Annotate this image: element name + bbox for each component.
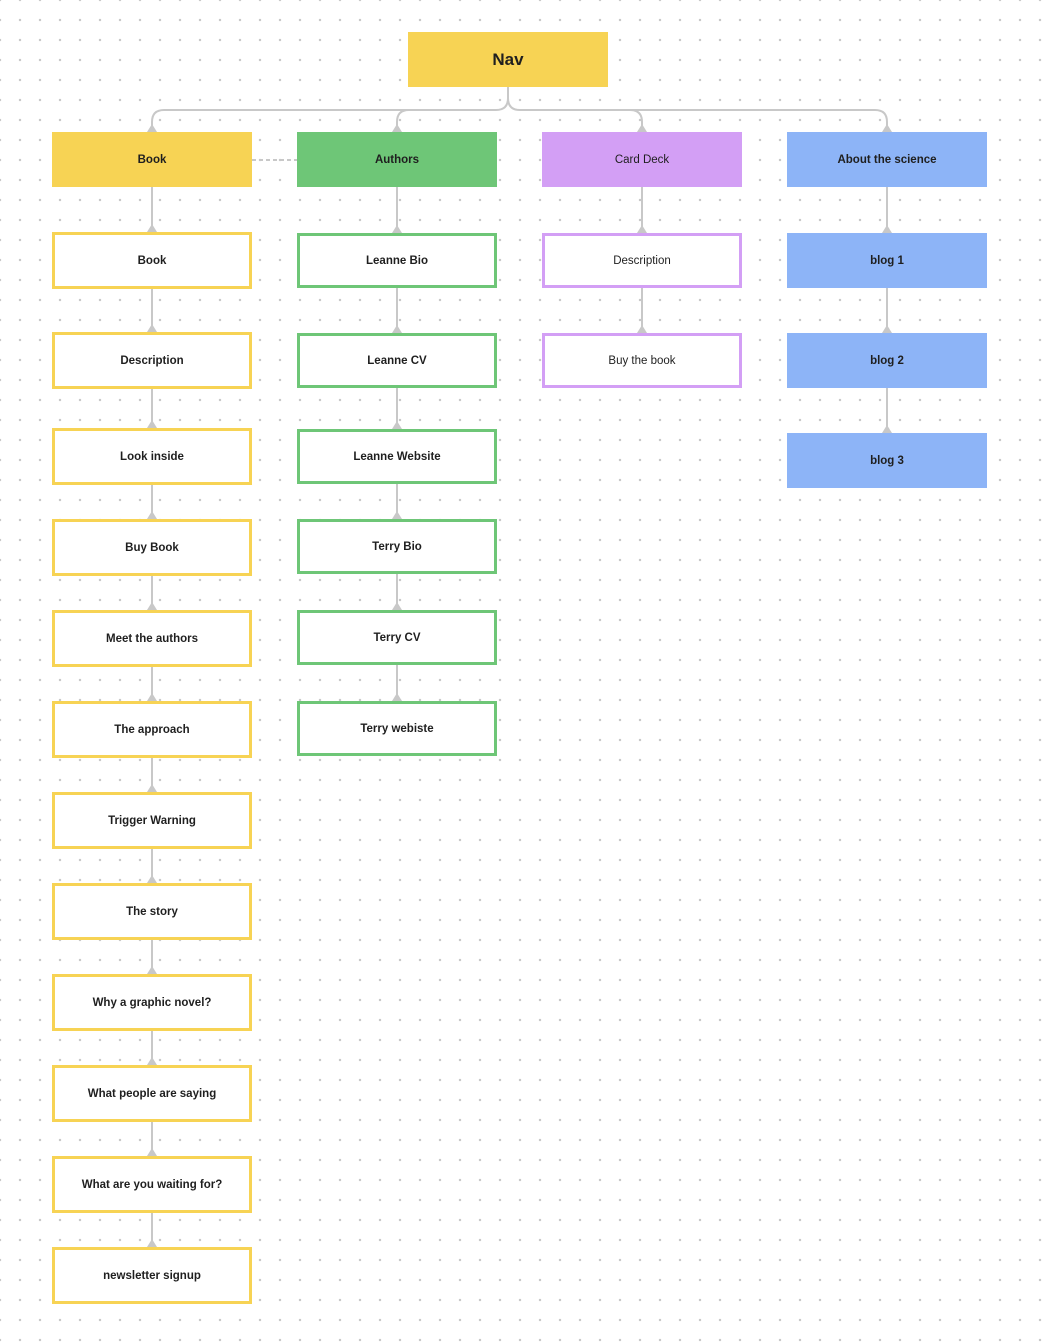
node-book-trigger-warning[interactable]: Trigger Warning (52, 792, 252, 849)
connector-arrow (882, 225, 892, 233)
node-book-newsletter-signup[interactable]: newsletter signup (52, 1247, 252, 1304)
node-authors-leanne-bio[interactable]: Leanne Bio (297, 233, 497, 288)
connector-line (396, 109, 496, 132)
connector-line (520, 109, 643, 132)
connector-arrow (392, 124, 402, 132)
node-book-what-are-you-waiting-for[interactable]: What are you waiting for? (52, 1156, 252, 1213)
connector-arrow (147, 511, 157, 519)
connector-arrow (392, 693, 402, 701)
node-book-description[interactable]: Description (52, 332, 252, 389)
node-header-book[interactable]: Book (52, 132, 252, 187)
node-book-look-inside[interactable]: Look inside (52, 428, 252, 485)
node-authors-leanne-cv[interactable]: Leanne CV (297, 333, 497, 388)
connector-line (151, 109, 496, 132)
node-book-buy-book[interactable]: Buy Book (52, 519, 252, 576)
connector-line (495, 87, 509, 111)
node-about-the-science-blog-2[interactable]: blog 2 (787, 333, 987, 388)
connector-arrow (147, 124, 157, 132)
node-nav-root[interactable]: Nav (408, 32, 608, 87)
connector-arrow (147, 875, 157, 883)
connector-line (507, 97, 521, 111)
node-book-the-approach[interactable]: The approach (52, 701, 252, 758)
node-header-card-deck[interactable]: Card Deck (542, 132, 742, 187)
node-header-about-the-science[interactable]: About the science (787, 132, 987, 187)
connector-arrow (882, 325, 892, 333)
node-authors-leanne-website[interactable]: Leanne Website (297, 429, 497, 484)
connector-arrow (637, 325, 647, 333)
connector-arrow (147, 602, 157, 610)
connector-arrow (147, 324, 157, 332)
connector-arrow (637, 225, 647, 233)
node-about-the-science-blog-1[interactable]: blog 1 (787, 233, 987, 288)
connector-arrow (882, 124, 892, 132)
connector-line (520, 109, 888, 132)
node-header-authors[interactable]: Authors (297, 132, 497, 187)
connector-arrow (392, 602, 402, 610)
node-card-deck-description[interactable]: Description (542, 233, 742, 288)
connector-arrow (392, 225, 402, 233)
node-authors-terry-cv[interactable]: Terry CV (297, 610, 497, 665)
node-book-why-a-graphic-novel[interactable]: Why a graphic novel? (52, 974, 252, 1031)
node-about-the-science-blog-3[interactable]: blog 3 (787, 433, 987, 488)
connector-arrow (147, 966, 157, 974)
node-card-deck-buy-the-book[interactable]: Buy the book (542, 333, 742, 388)
connector-arrow (392, 421, 402, 429)
connector-arrow (147, 784, 157, 792)
node-authors-terry-bio[interactable]: Terry Bio (297, 519, 497, 574)
connector-arrow (392, 325, 402, 333)
connector-arrow (392, 511, 402, 519)
connector-arrow (637, 124, 647, 132)
node-book-the-story[interactable]: The story (52, 883, 252, 940)
node-book-what-people-are-saying[interactable]: What people are saying (52, 1065, 252, 1122)
connector-arrow (147, 1239, 157, 1247)
node-book-meet-the-authors[interactable]: Meet the authors (52, 610, 252, 667)
connector-arrow (147, 693, 157, 701)
node-book-book[interactable]: Book (52, 232, 252, 289)
connector-arrow (147, 224, 157, 232)
node-authors-terry-webiste[interactable]: Terry webiste (297, 701, 497, 756)
connector-arrow (882, 425, 892, 433)
connector-arrow (147, 1057, 157, 1065)
connector-arrow (147, 1148, 157, 1156)
connector-arrow (147, 420, 157, 428)
